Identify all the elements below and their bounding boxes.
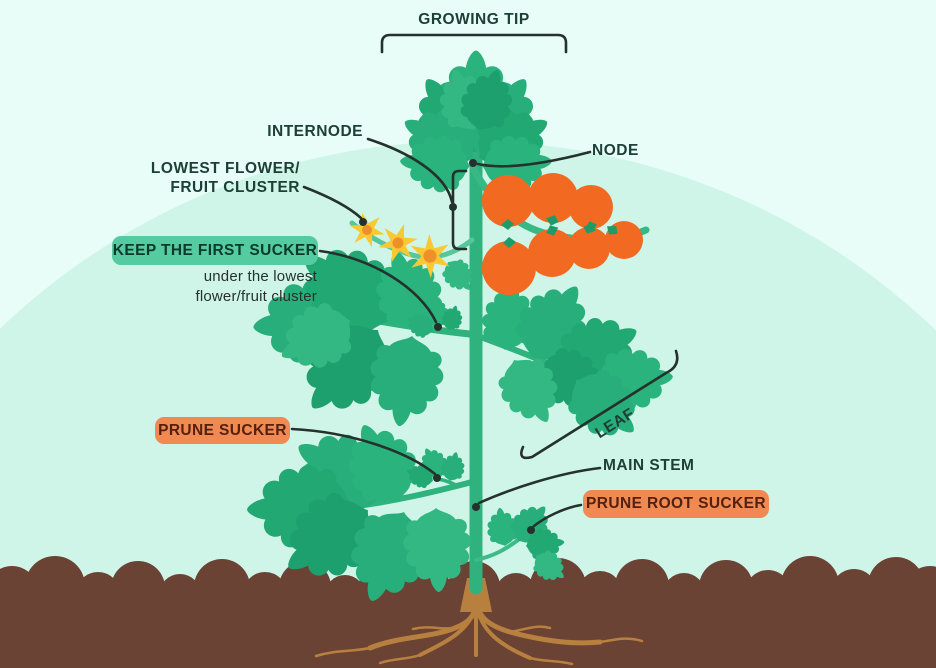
label-growing-tip: GROWING TIP: [418, 11, 530, 28]
label-lowest-flower: LOWEST FLOWER/ FRUIT CLUSTER: [118, 159, 300, 197]
tomato-cluster: [482, 173, 643, 295]
annotation-dots: [359, 159, 535, 534]
internode-line: [366, 137, 454, 204]
annotations: [290, 33, 679, 534]
lowest-flower-line: [302, 185, 363, 220]
root-sucker-branch: [474, 538, 520, 562]
label-lowest-flower-line2: FRUIT CLUSTER: [170, 179, 300, 196]
label-lowest-flower-line1: LOWEST FLOWER/: [150, 160, 300, 177]
note-keep-line1: under the lowest: [203, 268, 317, 285]
badge-prune-root-sucker: PRUNE ROOT SUCKER: [583, 490, 769, 518]
node-line: [476, 150, 592, 168]
note-keep-line2: flower/fruit cluster: [195, 288, 317, 305]
leaf-bracket: [520, 349, 679, 460]
prune-root-sucker-line: [532, 503, 583, 528]
badge-keep-first-sucker: KEEP THE FIRST SUCKER: [112, 236, 318, 265]
label-main-stem: MAIN STEM: [603, 457, 695, 474]
note-keep-sucker: under the lowest flower/fruit cluster: [117, 267, 317, 307]
background-dome: [0, 141, 936, 668]
label-node: NODE: [592, 142, 639, 159]
flower-cluster: [345, 210, 459, 284]
badge-prune-sucker: PRUNE SUCKER: [155, 417, 290, 444]
label-internode: INTERNODE: [267, 123, 363, 140]
main-stem-line: [477, 466, 602, 505]
roots: [314, 578, 644, 666]
keep-sucker-line: [318, 249, 438, 324]
growing-tip-bracket: [380, 33, 568, 54]
prune-sucker-line: [290, 427, 437, 476]
